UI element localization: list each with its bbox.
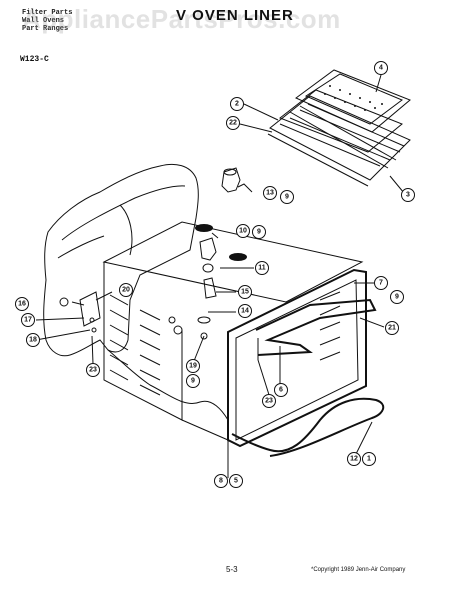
svg-text:9: 9 (395, 294, 399, 301)
svg-text:12: 12 (350, 456, 358, 463)
callout-9c: 9 (390, 290, 404, 304)
svg-text:7: 7 (379, 280, 383, 287)
callout-15: 15 (238, 285, 252, 299)
callout-8: 8 (214, 474, 228, 488)
callout-18: 18 (26, 333, 40, 347)
svg-text:20: 20 (122, 287, 130, 294)
svg-text:22: 22 (229, 120, 237, 127)
callout-2: 2 (230, 97, 244, 111)
header-parts-lines: Filter Parts Wall Ovens Part Ranges (22, 9, 72, 33)
callout-12: 12 (347, 452, 361, 466)
svg-text:9: 9 (257, 229, 261, 236)
copyright-notice: *Copyright 1989 Jenn-Air Company (311, 567, 406, 573)
svg-text:13: 13 (266, 190, 274, 197)
leader-lines (35, 74, 405, 478)
svg-text:15: 15 (241, 289, 249, 296)
header-line-3: Part Ranges (22, 25, 69, 33)
svg-text:3: 3 (406, 192, 410, 199)
svg-text:1: 1 (367, 456, 371, 463)
callout-1: 1 (362, 452, 376, 466)
svg-text:23: 23 (265, 398, 273, 405)
callout-17: 17 (21, 313, 35, 327)
callout-9a: 9 (280, 190, 294, 204)
svg-text:19: 19 (189, 363, 197, 370)
bake-element (231, 397, 385, 457)
callout-22: 22 (226, 116, 240, 130)
page-title: V OVEN LINER (176, 7, 294, 24)
callout-14: 14 (238, 304, 252, 318)
header-line-2: Wall Ovens (22, 17, 65, 25)
callout-19: 19 (186, 359, 200, 373)
insulation-edge (107, 349, 229, 421)
svg-text:16: 16 (18, 301, 26, 308)
callout-4: 4 (374, 61, 388, 75)
svg-text:11: 11 (258, 265, 266, 272)
svg-text:5: 5 (234, 478, 238, 485)
callout-23a: 23 (86, 363, 100, 377)
svg-text:18: 18 (29, 337, 37, 344)
svg-text:10: 10 (239, 228, 247, 235)
oven-light-assembly (197, 167, 241, 340)
callout-23b: 23 (262, 394, 276, 408)
callout-21: 21 (385, 321, 399, 335)
svg-text:6: 6 (279, 387, 283, 394)
svg-text:2: 2 (235, 101, 239, 108)
callout-7: 7 (374, 276, 388, 290)
callout-9b: 9 (252, 225, 266, 239)
svg-text:17: 17 (24, 317, 32, 324)
broiler-pan (278, 69, 411, 153)
svg-text:14: 14 (241, 308, 249, 315)
model-number: W123-C (20, 55, 49, 64)
broil-element (255, 298, 377, 360)
left-bracket-parts (59, 291, 183, 335)
callout-10: 10 (236, 224, 250, 238)
svg-text:21: 21 (388, 325, 396, 332)
callout-3: 3 (401, 188, 415, 202)
callout-16: 16 (15, 297, 29, 311)
callout-20: 20 (119, 283, 133, 297)
callout-9d: 9 (186, 374, 200, 388)
page-number: 5-3 (226, 565, 238, 574)
svg-text:9: 9 (191, 378, 195, 385)
oven-liner-cavity (102, 221, 367, 450)
svg-text:8: 8 (219, 478, 223, 485)
svg-text:9: 9 (285, 194, 289, 201)
header-line-1: Filter Parts (22, 9, 73, 17)
oven-rack (267, 95, 411, 187)
callout-6: 6 (274, 383, 288, 397)
svg-text:23: 23 (89, 367, 97, 374)
callout-11: 11 (255, 261, 269, 275)
callout-5: 5 (229, 474, 243, 488)
svg-text:4: 4 (379, 65, 383, 72)
insulation-blanket (43, 163, 199, 357)
callout-13: 13 (263, 186, 277, 200)
